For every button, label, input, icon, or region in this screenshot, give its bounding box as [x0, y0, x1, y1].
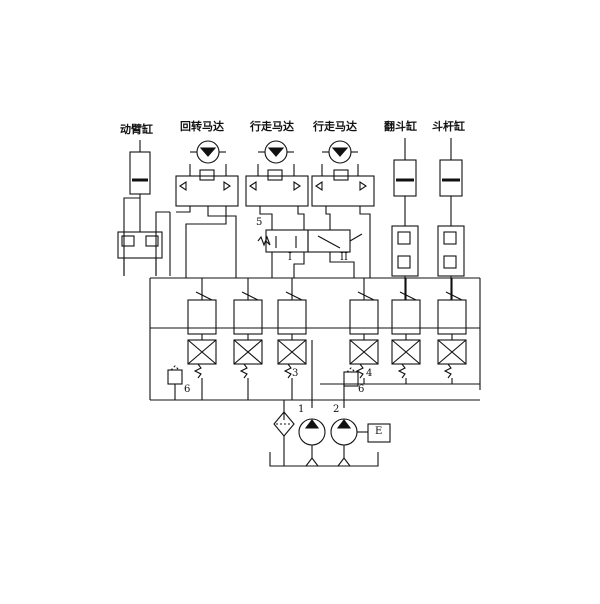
valve-4-number: 4	[366, 368, 373, 379]
valve-3-number: 3	[292, 368, 299, 379]
travel-combiner-valve	[257, 229, 363, 253]
combiner-5-number: 5	[256, 217, 263, 228]
bucket-cylinder	[393, 138, 417, 197]
boom-holding-valve	[117, 204, 163, 276]
relief-6-right-number: 6	[358, 384, 365, 395]
roman-i-label: I	[288, 252, 292, 263]
directional-valves	[187, 291, 467, 379]
travel-motor-left	[258, 140, 294, 164]
engine-label: E	[375, 426, 383, 437]
relief-6-left-number: 6	[184, 384, 191, 395]
travel-motor-right	[322, 140, 358, 164]
bucket-cylinder-label: 翻斗缸	[384, 120, 417, 133]
filter	[273, 411, 295, 466]
pump-2-number: 2	[333, 404, 340, 415]
engine-box	[367, 423, 391, 443]
boom-cylinder	[129, 140, 151, 204]
travel-motor-right-label: 行走马达	[313, 120, 357, 133]
motor-valve-blocks	[175, 164, 375, 207]
arm-cylinder-label: 斗杆缸	[432, 120, 465, 133]
arm-cylinder	[439, 138, 463, 197]
pumps	[298, 418, 368, 467]
piping	[123, 196, 481, 467]
roman-ii-label: II	[340, 252, 348, 263]
travel-motor-left-label: 行走马达	[250, 120, 294, 133]
swing-motor	[190, 140, 226, 164]
pump-1-number: 1	[298, 404, 305, 415]
relief-valves	[167, 365, 359, 400]
boom-cylinder-label: 动臂缸	[120, 123, 153, 136]
bucket-arm-relief-stacks	[391, 225, 465, 277]
swing-motor-label: 回转马达	[180, 120, 224, 133]
